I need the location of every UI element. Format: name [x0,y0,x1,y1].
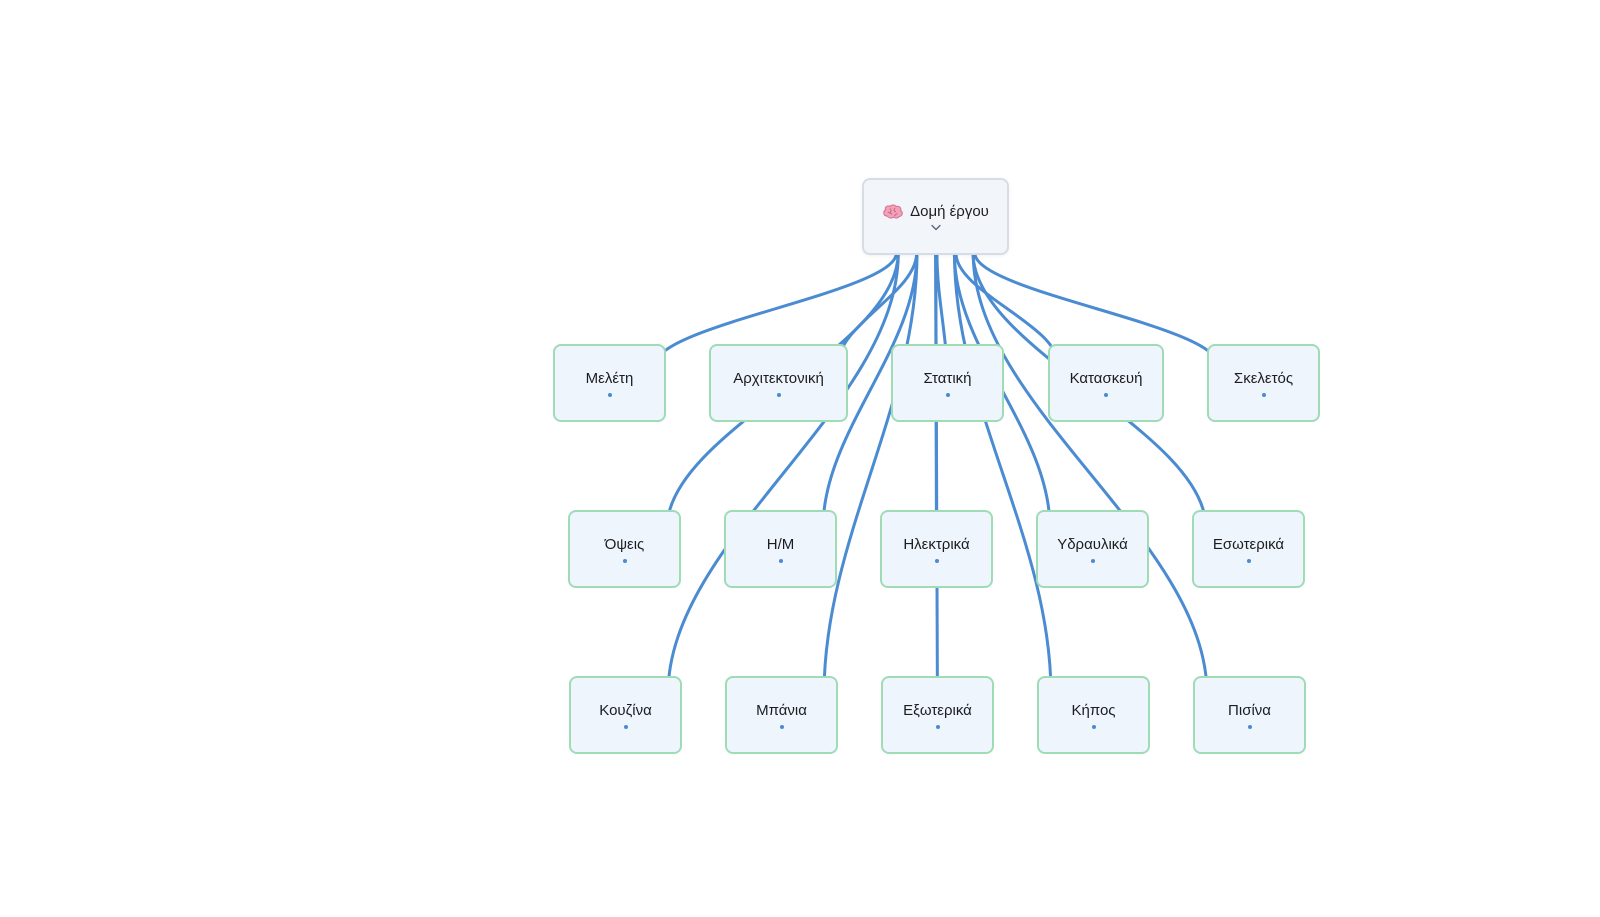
edge-root-kouzina [666,251,900,696]
node-kouzina[interactable]: Κουζίνα [569,676,682,754]
edge-root-pisina [971,251,1209,696]
node-dot [1090,558,1095,563]
node-ilektrika[interactable]: Ηλεκτρικά [880,510,993,588]
node-dot [1091,724,1096,729]
node-dot [779,724,784,729]
node-label: Εσωτερικά [1212,535,1285,553]
node-statiki[interactable]: Στατική [891,344,1004,422]
node-pisina[interactable]: Πισίνα [1193,676,1306,754]
chevron-down-icon[interactable] [930,224,941,231]
node-label: Σκελετός [1233,369,1294,387]
node-ydravlika[interactable]: Υδραυλικά [1036,510,1149,588]
node-label: Η/Μ [766,535,795,553]
node-dot [1261,392,1266,397]
node-opseis[interactable]: Όψεις [568,510,681,588]
node-dot [1104,392,1108,397]
root-label: Δομή έργου [910,202,989,220]
node-label: Κατασκευή [1069,369,1143,387]
node-kataskevi[interactable]: Κατασκευή [1048,344,1164,422]
node-label: Μπάνια [756,701,807,719]
node-label: Αρχιτεκτονική [733,369,824,387]
root-node-title: Δομή έργου [882,203,989,221]
node-dot [1247,724,1252,729]
node-label: Κουζίνα [599,701,652,719]
edge-root-exoterika [934,251,939,717]
node-dot [935,724,940,729]
node-architektoniki[interactable]: Αρχιτεκτονική [709,344,848,422]
node-label: Εξωτερικά [903,701,972,719]
node-hm[interactable]: Η/Μ [724,510,837,588]
node-label: Στατική [923,369,972,387]
node-dot [1246,558,1251,563]
root-node[interactable]: Δομή έργου [862,178,1009,255]
node-dot [622,558,627,563]
node-label: Όψεις [604,535,645,553]
node-dot [945,392,950,397]
node-label: Μελέτη [585,369,634,387]
node-kipos[interactable]: Κήπος [1037,676,1150,754]
node-mpania[interactable]: Μπάνια [725,676,838,754]
node-dot [607,392,612,397]
node-label: Κήπος [1071,701,1116,719]
edge-root-kipos [952,251,1053,696]
node-exoterika[interactable]: Εξωτερικά [881,676,994,754]
node-dot [623,724,628,729]
brain-icon [883,204,903,219]
node-label: Υδραυλικά [1057,535,1128,553]
node-label: Πισίνα [1228,701,1271,719]
node-dot [934,558,939,563]
node-skeletos[interactable]: Σκελετός [1207,344,1320,422]
node-dot [776,392,781,397]
node-meleti[interactable]: Μελέτη [553,344,666,422]
node-label: Ηλεκτρικά [903,535,970,553]
edge-root-mpania [822,251,919,696]
node-esoterika[interactable]: Εσωτερικά [1192,510,1305,588]
node-dot [778,558,783,563]
